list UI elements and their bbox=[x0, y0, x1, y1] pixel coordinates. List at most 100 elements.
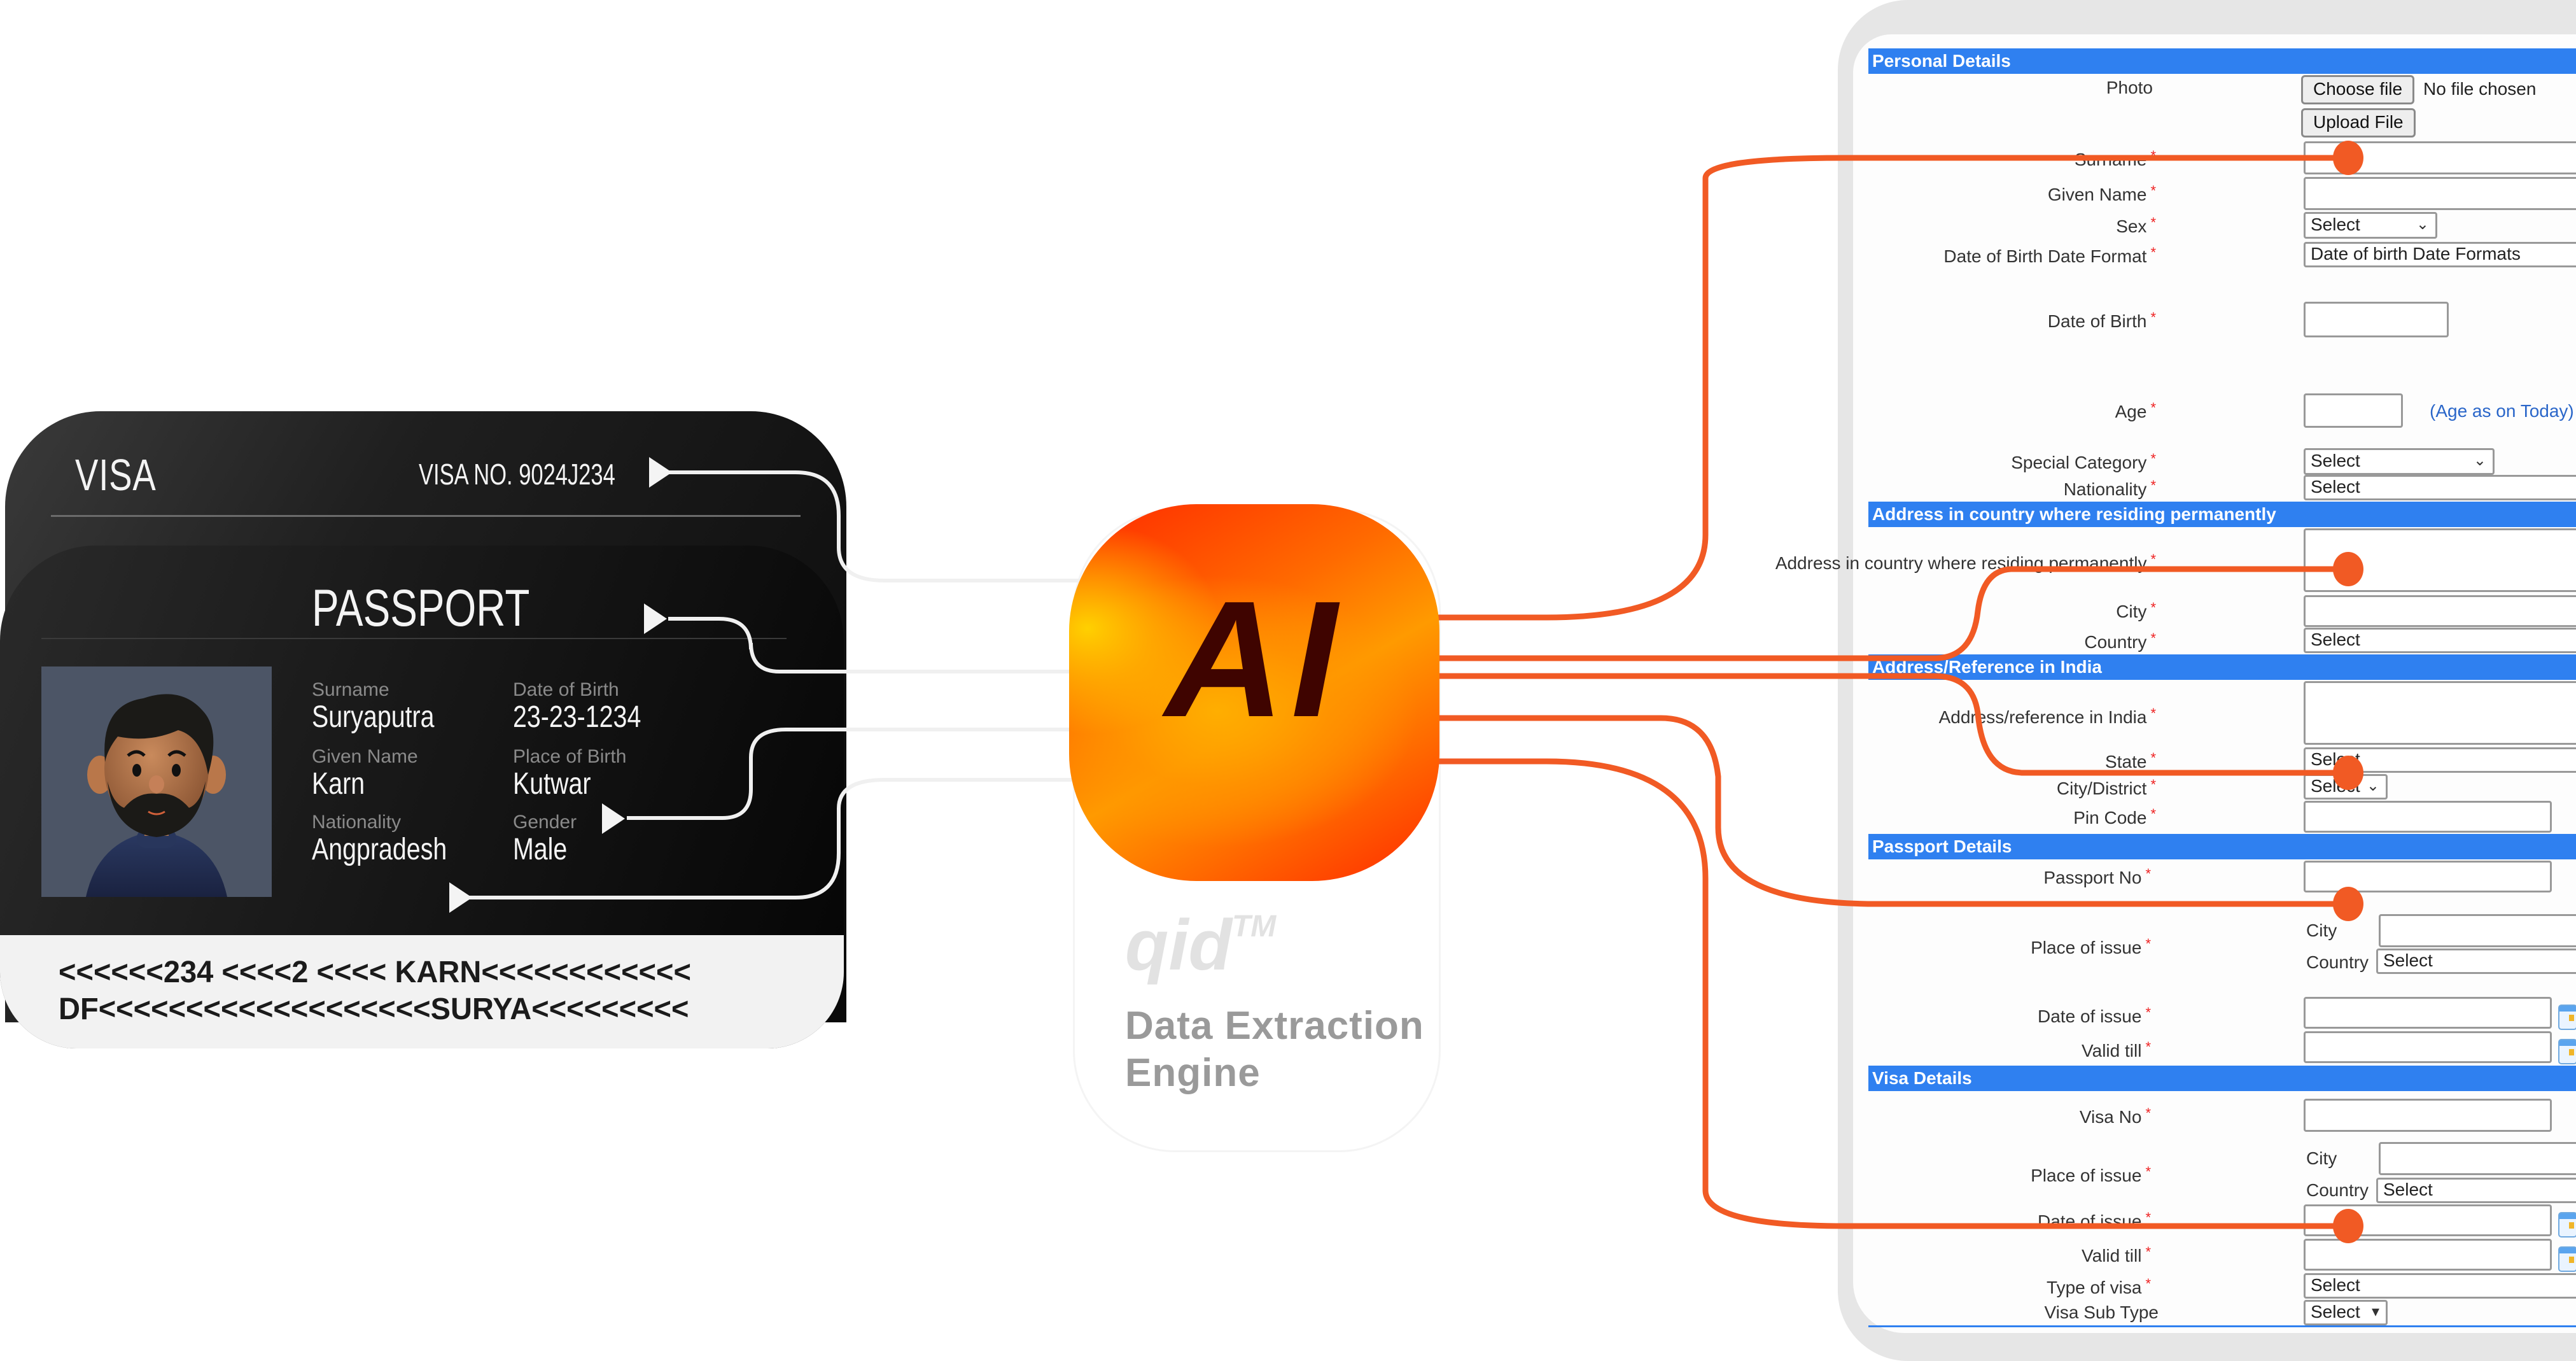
perm-country-select[interactable]: Select bbox=[2304, 628, 2576, 653]
pp-date-issue-input[interactable] bbox=[2304, 997, 2552, 1029]
passport-no-label: Passport No* bbox=[2043, 866, 2151, 888]
brand-logo: qidTM bbox=[1125, 904, 1276, 986]
nationality-select[interactable]: Select bbox=[2304, 475, 2576, 500]
chevron-down-icon: ⌄ bbox=[2416, 216, 2429, 233]
label-text: Date of Birth bbox=[2047, 311, 2147, 331]
pp-country-label: Country bbox=[2306, 952, 2369, 972]
visa-country-label: Country bbox=[2306, 1180, 2369, 1200]
field-date-of-birth: Date of Birth 23-23-1234 bbox=[513, 679, 669, 735]
special-category-select[interactable]: Select⌄ bbox=[2304, 448, 2495, 475]
visa-city-input[interactable] bbox=[2379, 1142, 2576, 1175]
pp-country-select[interactable]: Select bbox=[2376, 948, 2576, 974]
field-value: Angpradesh bbox=[312, 833, 447, 866]
special-category-label: Special Category* bbox=[2011, 451, 2156, 473]
nationality-label: Nationality* bbox=[2064, 477, 2156, 500]
section-personal-details: Personal Details bbox=[1868, 48, 2576, 74]
label-text: City/District bbox=[2056, 779, 2147, 798]
india-address-label: Address/reference in India* bbox=[1939, 705, 2156, 728]
visa-place-label: Place of issue* bbox=[2031, 1164, 2151, 1186]
field-value: Suryaputra bbox=[312, 700, 435, 734]
given-name-input[interactable] bbox=[2304, 177, 2576, 210]
pp-valid-till-label: Valid till* bbox=[2082, 1039, 2151, 1061]
age-label: Age* bbox=[2115, 400, 2156, 422]
calendar-icon[interactable] bbox=[2558, 1246, 2576, 1272]
passport-no-input[interactable] bbox=[2304, 861, 2552, 892]
label-text: Date of issue bbox=[2038, 1006, 2142, 1026]
required-mark: * bbox=[2145, 1244, 2151, 1260]
dob-label: Date of Birth* bbox=[2048, 309, 2156, 332]
india-pin-input[interactable] bbox=[2304, 801, 2552, 833]
required-mark: * bbox=[2150, 451, 2156, 467]
visa-valid-till-input[interactable] bbox=[2304, 1239, 2552, 1271]
field-label: Nationality bbox=[312, 812, 402, 833]
field-label: Place of Birth bbox=[513, 746, 627, 767]
label-text: Nationality bbox=[2063, 479, 2147, 499]
field-value: 23-23-1234 bbox=[513, 700, 641, 734]
label-text: Sex bbox=[2116, 216, 2147, 236]
field-label: Date of Birth bbox=[513, 679, 619, 700]
required-mark: * bbox=[2150, 309, 2156, 325]
dob-format-input[interactable]: Date of birth Date Formats bbox=[2304, 242, 2576, 267]
india-city-select[interactable]: Select ⌄ bbox=[2304, 774, 2388, 800]
label-text: Age bbox=[2115, 402, 2147, 421]
field-place-of-birth: Place of Birth Kutwar bbox=[513, 746, 626, 801]
calendar-icon[interactable] bbox=[2558, 1005, 2576, 1030]
visa-type-select[interactable]: Select bbox=[2304, 1273, 2576, 1299]
age-input[interactable] bbox=[2304, 393, 2403, 428]
visa-valid-till-label: Valid till* bbox=[2082, 1244, 2151, 1266]
visa-country-select[interactable]: Select bbox=[2376, 1178, 2576, 1203]
no-file-chosen: No file chosen bbox=[2423, 79, 2537, 99]
required-mark: * bbox=[2150, 777, 2156, 793]
visa-no-input[interactable] bbox=[2304, 1099, 2552, 1132]
engine-label-line-2: Engine bbox=[1125, 1051, 1261, 1095]
section-address-permanent: Address in country where residing perman… bbox=[1868, 502, 2576, 527]
ai-logo-text: AI bbox=[1165, 567, 1343, 752]
visa-date-issue-input[interactable] bbox=[2304, 1204, 2552, 1236]
mrz-line-1: <<<<<<234 <<<<2 <<<< KARN<<<<<<<<<<<< bbox=[59, 956, 691, 989]
label-text: State bbox=[2105, 752, 2147, 772]
required-mark: * bbox=[2150, 148, 2156, 164]
field-label: Surname bbox=[312, 679, 389, 700]
chevron-down-icon: ⌄ bbox=[2366, 777, 2379, 794]
pp-valid-till-input[interactable] bbox=[2304, 1031, 2552, 1063]
field-surname: Surname Suryaputra bbox=[312, 679, 461, 735]
sex-select[interactable]: Select⌄ bbox=[2304, 212, 2437, 239]
required-mark: * bbox=[2150, 215, 2156, 230]
label-text: Surname bbox=[2074, 150, 2147, 169]
required-mark: * bbox=[2145, 866, 2151, 882]
upload-file-button[interactable]: Upload File bbox=[2301, 108, 2416, 138]
required-mark: * bbox=[2150, 244, 2156, 260]
field-value: Kutwar bbox=[513, 767, 591, 801]
photo-label: Photo bbox=[2106, 78, 2153, 97]
calendar-icon[interactable] bbox=[2558, 1039, 2576, 1064]
india-address-input[interactable] bbox=[2304, 681, 2576, 745]
perm-address-label: Address in country where residing perman… bbox=[1775, 551, 2156, 574]
perm-country-label: Country* bbox=[2084, 630, 2156, 652]
dob-format-label: Date of Birth Date Format* bbox=[1943, 244, 2156, 267]
pp-city-label: City bbox=[2306, 920, 2337, 940]
required-mark: * bbox=[2150, 183, 2156, 199]
required-mark: * bbox=[2145, 936, 2151, 952]
engine-label: Data Extraction Engine bbox=[1125, 1003, 1424, 1097]
label-text: Pin Code bbox=[2073, 808, 2147, 828]
india-state-select[interactable]: Select bbox=[2304, 747, 2576, 773]
required-mark: * bbox=[2145, 1039, 2151, 1055]
select-value: Select bbox=[2311, 451, 2360, 470]
india-city-label: City/District* bbox=[2057, 777, 2156, 799]
avatar-photo-icon bbox=[86, 694, 227, 897]
visa-sub-type-select[interactable]: Select▾ bbox=[2304, 1300, 2388, 1325]
select-value: Select bbox=[2311, 776, 2360, 796]
dob-input[interactable] bbox=[2304, 302, 2449, 337]
label-text: Special Category bbox=[2011, 453, 2147, 472]
visa-title: VISA bbox=[75, 450, 157, 500]
perm-city-input[interactable] bbox=[2304, 595, 2576, 627]
label-text: Date of Birth Date Format bbox=[1943, 246, 2147, 266]
required-mark: * bbox=[2145, 1005, 2151, 1020]
choose-file-button[interactable]: Choose file bbox=[2301, 75, 2415, 104]
calendar-icon[interactable] bbox=[2558, 1212, 2576, 1238]
surname-input[interactable] bbox=[2304, 141, 2576, 174]
label-text: Visa No bbox=[2079, 1107, 2142, 1127]
perm-address-input[interactable] bbox=[2304, 528, 2576, 592]
pp-city-input[interactable] bbox=[2379, 914, 2576, 947]
label-text: Country bbox=[2084, 632, 2147, 652]
